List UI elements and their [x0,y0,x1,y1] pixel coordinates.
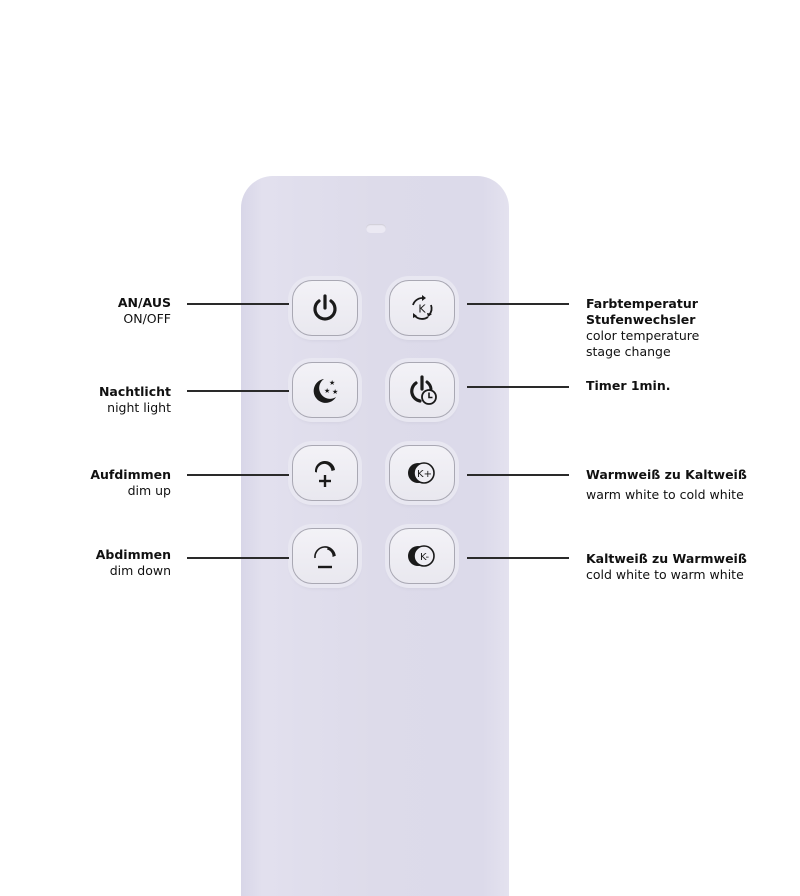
warm-to-cold-button[interactable]: K+ [389,445,455,501]
callout-line-cold-to-warm [467,557,569,559]
dim-up-button[interactable] [292,445,358,501]
color-temperature-cycle-button[interactable]: K [389,280,455,336]
label-dim-down-de: Abdimmen [95,547,171,562]
timer-button[interactable] [389,362,455,418]
label-night-light-de: Nachtlicht [98,384,171,399]
k-cycle-icon: K [412,295,433,320]
label-warm-to-cold: Warmweiß zu Kaltweiß warm white to cold … [586,467,747,503]
k-plus-icon: K+ [408,462,435,484]
svg-text:K: K [418,303,426,316]
dim-down-icon [314,546,336,569]
callout-line-timer [467,386,569,388]
label-night-light-en: night light [107,400,171,415]
svg-text:K+: K+ [417,469,432,480]
power-icon [313,294,337,321]
svg-text:★: ★ [324,387,330,395]
dim-up-icon [314,460,335,487]
label-warm-to-cold-en: warm white to cold white [586,487,744,502]
label-dim-down: Abdimmen dim down [96,547,171,579]
callout-line-night-light [187,390,289,392]
label-dim-up-en: dim up [127,483,171,498]
power-button[interactable] [292,280,358,336]
label-night-light: Nachtlicht night light [99,384,171,416]
label-power-de: AN/AUS [117,295,171,310]
label-timer-de: Timer 1min. [586,378,671,393]
label-power: AN/AUS ON/OFF [118,295,171,327]
label-cold-to-warm: Kaltweiß zu Warmweiß cold white to warm … [586,551,747,583]
label-power-en: ON/OFF [123,311,171,326]
label-cold-to-warm-en: cold white to warm white [586,567,744,582]
k-minus-icon: K- [408,545,435,567]
callout-line-color-temp [467,303,569,305]
label-color-temp-de1: Farbtemperatur [586,296,698,311]
label-warm-to-cold-de: Warmweiß zu Kaltweiß [586,467,747,482]
label-dim-down-en: dim down [109,563,171,578]
svg-text:★: ★ [329,379,335,387]
callout-line-dim-up [187,474,289,476]
power-timer-icon [410,375,437,405]
label-color-temp-de2: Stufenwechsler [586,312,696,327]
moon-stars-icon: ★ ★ ★ [313,379,338,403]
cold-to-warm-button[interactable]: K- [389,528,455,584]
remote-control-body: K ★ ★ ★ K+ [241,176,509,896]
label-color-temperature: Farbtemperatur Stufenwechsler color temp… [586,296,699,360]
callout-line-warm-to-cold [467,474,569,476]
label-dim-up: Aufdimmen dim up [90,467,171,499]
callout-line-dim-down [187,557,289,559]
label-dim-up-de: Aufdimmen [90,467,171,482]
label-cold-to-warm-de: Kaltweiß zu Warmweiß [586,551,747,566]
label-color-temp-en2: stage change [586,344,671,359]
label-timer: Timer 1min. [586,378,671,394]
led-indicator [366,224,386,233]
label-color-temp-en1: color temperature [586,328,700,343]
svg-text:K-: K- [420,552,430,563]
dim-down-button[interactable] [292,528,358,584]
svg-text:★: ★ [332,388,338,396]
night-light-button[interactable]: ★ ★ ★ [292,362,358,418]
callout-line-power [187,303,289,305]
